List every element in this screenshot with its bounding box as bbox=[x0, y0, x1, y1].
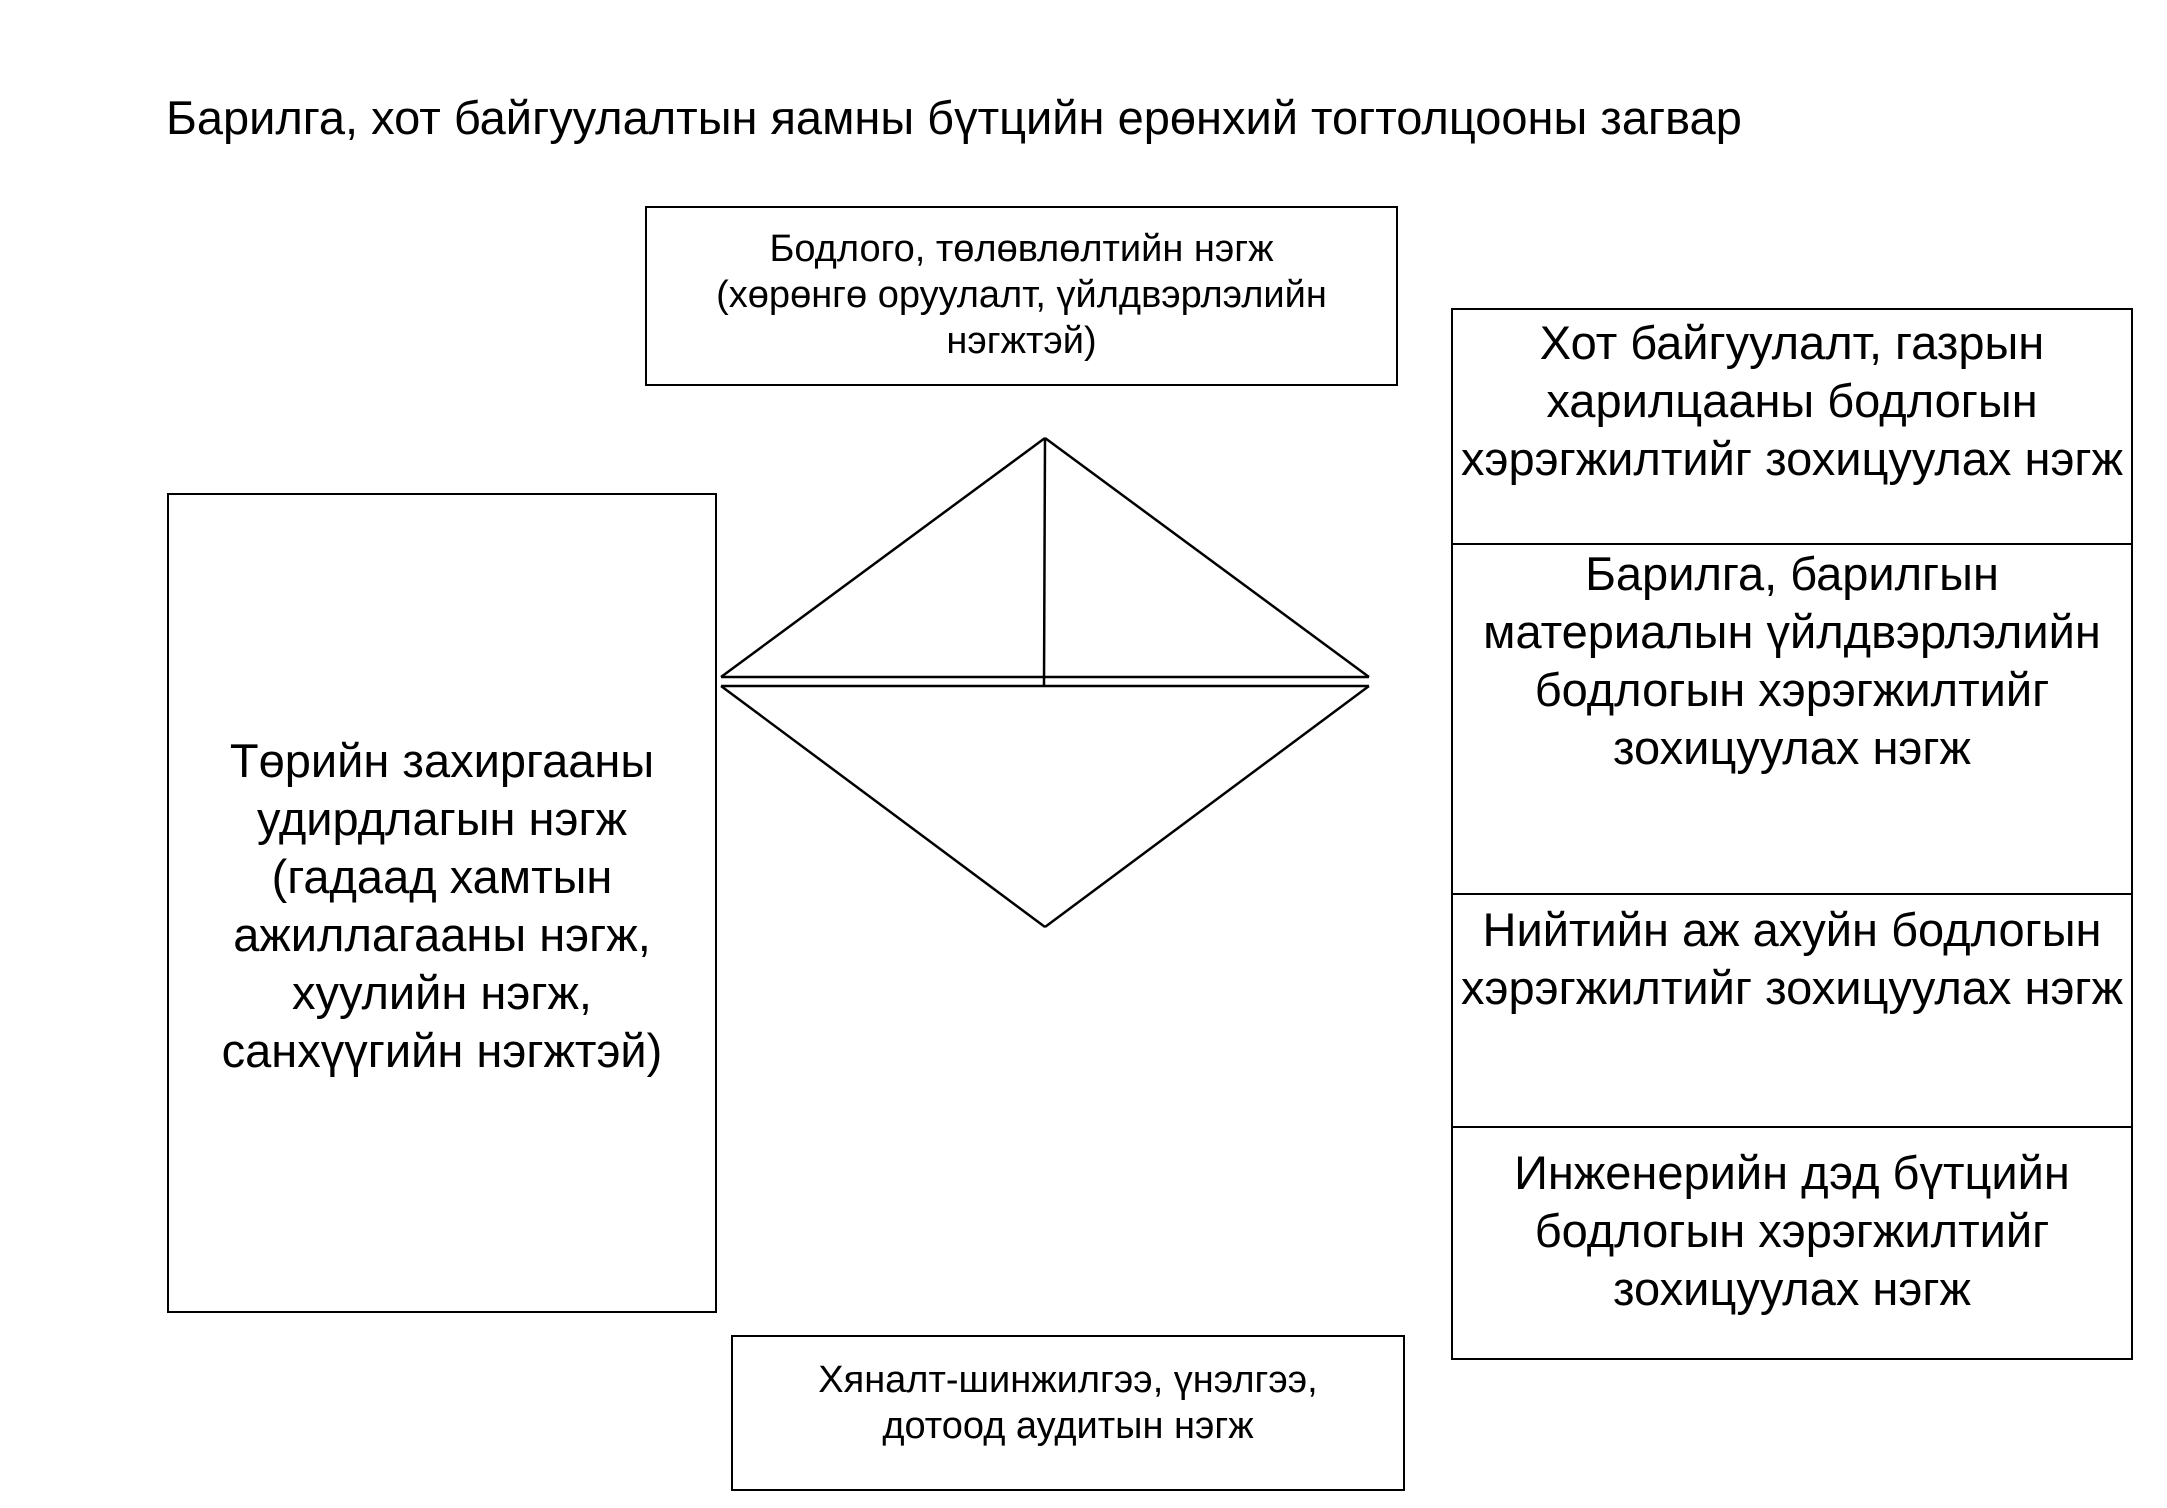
urban-development-land-unit-line: Хот байгуулалт, газрын bbox=[1539, 316, 2045, 369]
state-administration-unit-line: удирдлагын нэгж bbox=[256, 792, 628, 845]
construction-materials-unit-line: Барилга, барилгын bbox=[1585, 547, 1999, 600]
policy-planning-unit-box: Бодлого, төлөвлөлтийн нэгж (хөрөнгө оруу… bbox=[645, 206, 1398, 386]
policy-planning-unit-line: Бодлого, төлөвлөлтийн нэгж bbox=[769, 228, 1274, 270]
monitoring-audit-unit-line: Хяналт-шинжилгээ, үнэлгээ, bbox=[818, 1359, 1318, 1401]
urban-development-land-unit-line: нэгж bbox=[2024, 432, 2124, 485]
urban-development-land-unit-line: хэрэгжилтийг зохицуулах bbox=[1460, 432, 2012, 485]
construction-materials-unit-line: материалын bbox=[1483, 605, 1754, 658]
state-administration-unit-line: (гадаад хамтын bbox=[271, 850, 613, 903]
pyramid-right-edge bbox=[1044, 436, 1370, 679]
construction-materials-unit-box: Барилга, барилгын материалын үйлдвэрлэли… bbox=[1453, 543, 2131, 893]
construction-materials-unit-line: үйлдвэрлэлийн бодлогын bbox=[1534, 605, 2101, 716]
policy-planning-unit-line: (хөрөнгө оруулалт, үйлдвэрлэлийн bbox=[716, 274, 1327, 316]
pyramid-center-axis bbox=[1042, 437, 1047, 687]
state-administration-unit-line: Төрийн захиргааны bbox=[229, 734, 655, 787]
urban-development-land-unit-line: харилцааны бодлогын bbox=[1546, 374, 2038, 427]
state-administration-unit-line: хуулийн нэгж, bbox=[292, 966, 592, 1019]
state-administration-unit-line: санхүүгийн нэгжтэй) bbox=[221, 1024, 663, 1077]
state-administration-unit-box: Төрийн захиргааны удирдлагын нэгж (гадаа… bbox=[167, 493, 717, 1313]
lower-left-edge bbox=[720, 684, 1046, 929]
diagram-title: Барилга, хот байгуулалтын яамны бүтцийн … bbox=[166, 91, 1742, 144]
engineering-infrastructure-unit-box: Инженерийн дэд бүтцийн бодлогын хэрэгжил… bbox=[1453, 1126, 2131, 1360]
public-utilities-unit-line: бодлогын хэрэгжилтийг bbox=[1460, 903, 2102, 1014]
construction-materials-unit-line: хэрэгжилтийг зохицуулах bbox=[1613, 663, 2050, 774]
engineering-infrastructure-unit-line: Инженерийн дэд бүтцийн bbox=[1514, 1146, 2070, 1199]
urban-development-land-unit-box: Хот байгуулалт, газрын харилцааны бодлог… bbox=[1453, 310, 2131, 543]
public-utilities-unit-line: Нийтийн аж ахуйн bbox=[1482, 903, 1878, 956]
public-utilities-unit-box: Нийтийн аж ахуйн бодлогын хэрэгжилтийг з… bbox=[1453, 893, 2131, 1126]
implementation-units-stack: Хот байгуулалт, газрын харилцааны бодлог… bbox=[1451, 308, 2133, 1360]
pyramid-left-edge bbox=[720, 436, 1046, 679]
engineering-infrastructure-unit-line: зохицуулах нэгж bbox=[1613, 1262, 1971, 1315]
monitoring-audit-unit-box: Хяналт-шинжилгээ, үнэлгээ, дотоод аудиты… bbox=[731, 1335, 1405, 1491]
engineering-infrastructure-unit-line: бодлогын хэрэгжилтийг bbox=[1534, 1204, 2050, 1257]
state-administration-unit-line: ажиллагааны нэгж, bbox=[233, 908, 651, 961]
lower-right-edge bbox=[1044, 684, 1370, 929]
construction-materials-unit-line: нэгж bbox=[1872, 721, 1971, 774]
public-utilities-unit-line: зохицуулах нэгж bbox=[1765, 961, 2124, 1014]
policy-planning-unit-line: нэгжтэй) bbox=[946, 320, 1097, 362]
monitoring-audit-unit-line: дотоод аудитын нэгж bbox=[882, 1405, 1254, 1447]
